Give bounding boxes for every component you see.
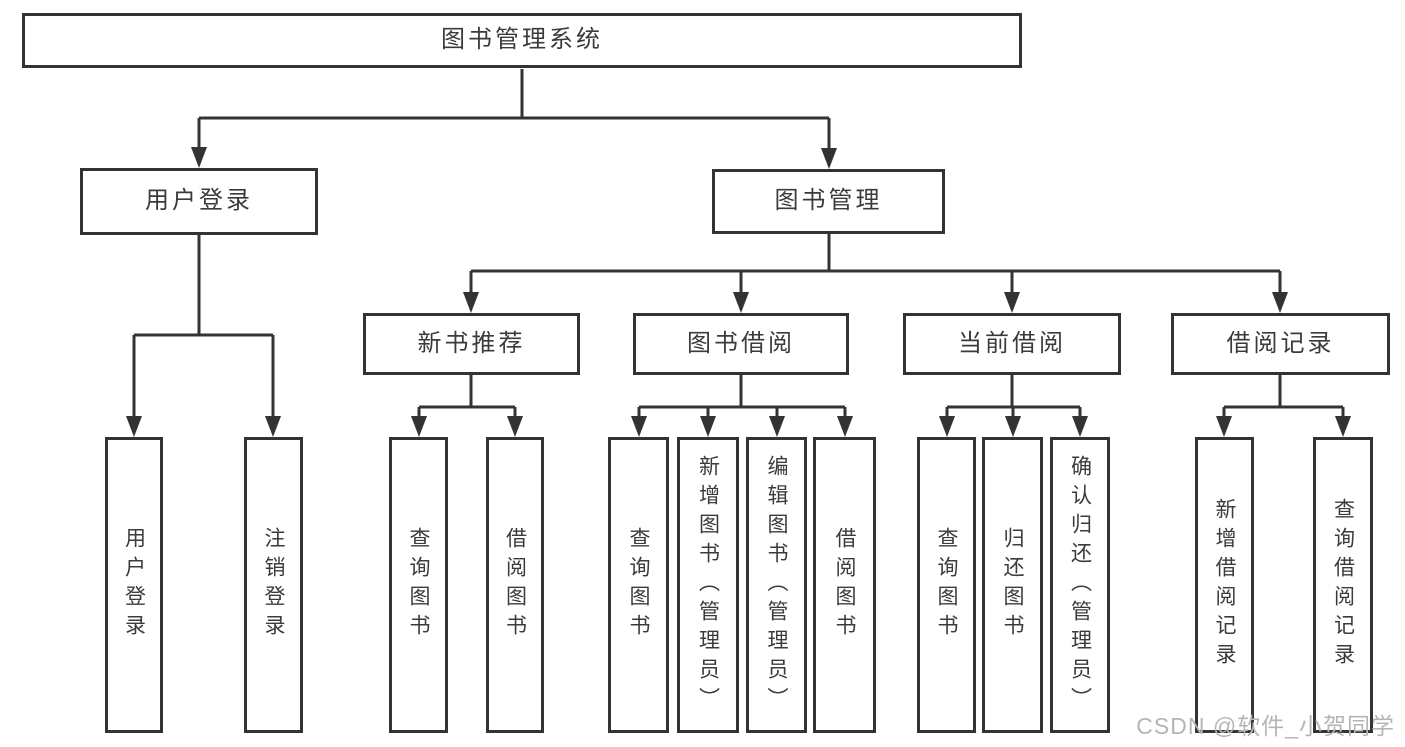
node-label: 新增借阅记录 bbox=[1213, 498, 1236, 672]
leaf-add-books-admin: 新增图书（管理员） bbox=[677, 437, 739, 733]
node-label: 注销登录 bbox=[262, 527, 285, 643]
node-label: 新增图书（管理员） bbox=[696, 454, 720, 716]
node-label: 图书管理 bbox=[774, 187, 883, 215]
node-label: 图书管理系统 bbox=[441, 26, 603, 54]
node-label: 用户登录 bbox=[145, 187, 253, 215]
leaf-edit-books-admin: 编辑图书（管理员） bbox=[746, 437, 807, 733]
node-label: 借阅图书 bbox=[503, 527, 527, 643]
node-label: 归还图书 bbox=[1001, 527, 1024, 643]
leaf-logout: 注销登录 bbox=[244, 437, 303, 733]
node-label: 编辑图书（管理员） bbox=[765, 454, 788, 716]
node-label: 当前借阅 bbox=[958, 329, 1066, 357]
node-label: 确认归还（管理员） bbox=[1068, 454, 1092, 716]
csdn-watermark: CSDN @软件_小贺同学 bbox=[1136, 713, 1395, 739]
leaf-borrow-books-recommend: 借阅图书 bbox=[486, 437, 544, 733]
node-label: 新书推荐 bbox=[417, 329, 526, 357]
node-label: 查询图书 bbox=[935, 527, 958, 643]
node-label: 用户登录 bbox=[122, 527, 146, 643]
node-borrow-records: 借阅记录 bbox=[1171, 313, 1390, 375]
leaf-query-books-borrow: 查询图书 bbox=[608, 437, 669, 733]
node-current-borrow: 当前借阅 bbox=[903, 313, 1121, 375]
node-library-management-system: 图书管理系统 bbox=[22, 13, 1022, 68]
node-book-borrow: 图书借阅 bbox=[633, 313, 849, 375]
arrow-down-icons bbox=[126, 147, 1351, 437]
leaf-user-login: 用户登录 bbox=[105, 437, 163, 733]
tree-edges bbox=[132, 69, 1345, 419]
leaf-confirm-return-admin: 确认归还（管理员） bbox=[1050, 437, 1110, 733]
node-label: 借阅记录 bbox=[1226, 329, 1335, 357]
leaf-query-books-recommend: 查询图书 bbox=[389, 437, 448, 733]
node-user-login: 用户登录 bbox=[80, 168, 318, 235]
node-new-book-recommend: 新书推荐 bbox=[363, 313, 580, 375]
node-label: 查询图书 bbox=[627, 527, 650, 643]
node-label: 借阅图书 bbox=[833, 527, 856, 643]
node-label: 查询图书 bbox=[407, 527, 430, 643]
node-book-management: 图书管理 bbox=[712, 169, 945, 234]
leaf-query-borrow-record: 查询借阅记录 bbox=[1313, 437, 1373, 733]
node-label: 查询借阅记录 bbox=[1331, 498, 1355, 672]
leaf-add-borrow-record: 新增借阅记录 bbox=[1195, 437, 1254, 733]
leaf-return-books: 归还图书 bbox=[982, 437, 1043, 733]
node-label: 图书借阅 bbox=[687, 329, 795, 357]
leaf-borrow-books: 借阅图书 bbox=[813, 437, 876, 733]
leaf-query-books-current: 查询图书 bbox=[917, 437, 976, 733]
